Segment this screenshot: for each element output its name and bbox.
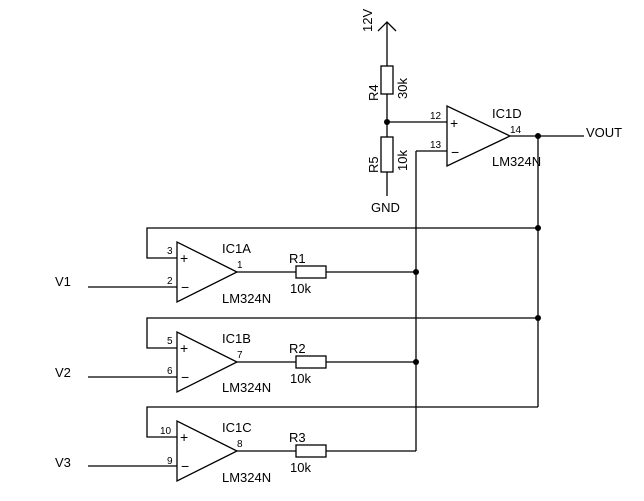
ic1b-name: IC1B [222,331,251,346]
ic1a-pin-out: 1 [237,260,243,271]
ic1b-plus-sign: + [180,340,188,356]
ic1a-plus-sign: + [180,250,188,266]
ic1b-pin-minus: 6 [167,366,173,377]
ic1d-plus-sign: + [450,115,458,131]
supply-label: 12V [360,9,375,32]
ic1c-pin-plus: 10 [160,426,172,437]
resistor-r4-value: 30k [395,78,410,99]
resistor-r3-name: R3 [289,430,306,445]
resistor-r2-name: R2 [289,341,306,356]
ic1a-name: IC1A [222,241,251,256]
resistor-r2-value: 10k [290,371,311,386]
ic1c-part: LM324N [222,470,271,485]
ic1d-part: LM324N [492,154,541,169]
resistor-r1 [295,265,327,279]
supply-arrow [377,21,397,66]
ic1c-plus-sign: + [180,429,188,445]
ic1a-pin-plus: 3 [167,246,173,257]
ic1d-pin-plus: 12 [430,111,442,122]
resistor-r5 [380,136,394,173]
ic1b-part: LM324N [222,380,271,395]
ic1c-minus-sign: − [181,458,189,474]
ic1d-pin-minus: 13 [430,140,442,151]
input-v2: V2 [55,365,71,380]
resistor-r1-value: 10k [290,281,311,296]
input-v1: V1 [55,274,71,289]
opamp-ic1c [176,419,239,483]
junction-sum-b [413,359,419,365]
ic1b-pin-out: 7 [237,350,243,361]
junction-fb-b [535,315,541,321]
resistor-r4 [380,65,394,95]
ic1b-minus-sign: − [181,369,189,385]
ic1c-name: IC1C [222,420,252,435]
ic1c-pin-minus: 9 [167,456,173,467]
ground-label: GND [371,200,400,215]
opamp-ic1b [176,330,239,394]
output-label: VOUT [586,125,622,140]
input-v3: V3 [55,455,71,470]
resistor-r3 [295,444,327,458]
ic1a-minus-sign: − [181,279,189,295]
resistor-r3-value: 10k [290,460,311,475]
opamp-ic1a [176,240,239,304]
resistor-r4-name: R4 [366,84,381,101]
ic1a-pin-minus: 2 [167,276,173,287]
resistor-r2 [295,355,327,369]
junction-divider [384,119,390,125]
ic1d-minus-sign: − [451,144,459,160]
ic1d-name: IC1D [492,106,522,121]
junction-fb-a [535,225,541,231]
ic1d-pin-out: 14 [510,125,522,136]
ic1a-part: LM324N [222,291,271,306]
resistor-r5-value: 10k [395,150,410,171]
resistor-r1-name: R1 [289,251,306,266]
opamp-ic1d [446,104,512,168]
resistor-r5-name: R5 [366,156,381,173]
ic1b-pin-plus: 5 [167,336,173,347]
junction-sum-a [413,269,419,275]
ic1c-pin-out: 8 [237,439,243,450]
